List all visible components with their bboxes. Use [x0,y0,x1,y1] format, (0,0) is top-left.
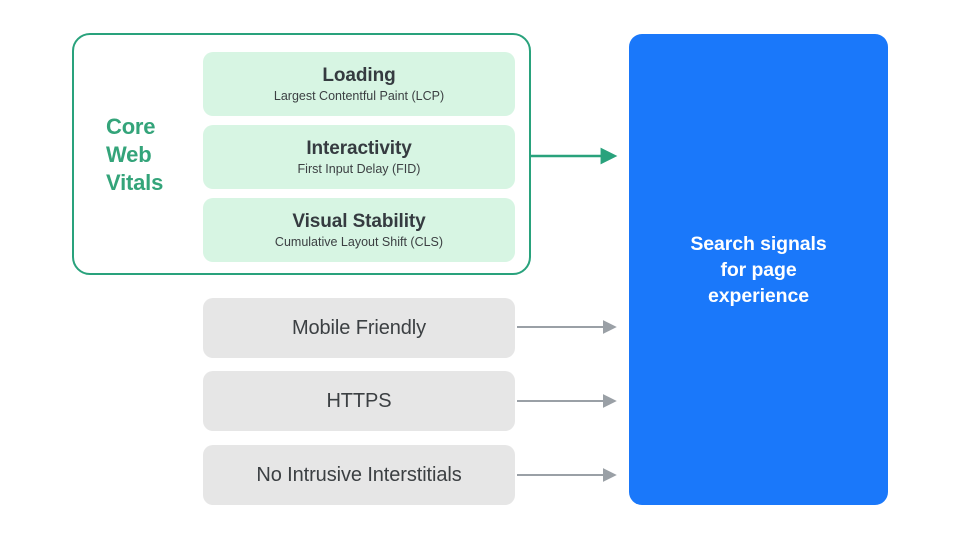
search-signals-text: Search signals for page experience [649,231,869,309]
metric-card-interactivity[interactable]: Interactivity First Input Delay (FID) [203,125,515,189]
core-web-vitals-group [72,33,531,275]
metric-subtitle: Largest Contentful Paint (LCP) [273,88,445,103]
signal-label: No Intrusive Interstitials [256,464,462,486]
signal-label: HTTPS [326,390,392,412]
signal-box-mobile-friendly[interactable]: Mobile Friendly [203,298,515,358]
search-signals-line-1: Search signals [690,232,827,255]
search-signals-line-2: for page [720,258,797,281]
signal-box-no-intrusive-interstitials[interactable]: No Intrusive Interstitials [203,445,515,505]
search-signals-line-3: experience [708,284,809,307]
core-web-vitals-label-line-1: Core [106,114,156,139]
signal-box-https[interactable]: HTTPS [203,371,515,431]
metric-card-visual-stability[interactable]: Visual Stability Cumulative Layout Shift… [203,198,515,262]
metric-title: Loading [322,64,396,86]
core-web-vitals-label: Core Web Vitals [106,113,196,197]
core-web-vitals-label-line-2: Web [106,142,152,167]
metric-subtitle: First Input Delay (FID) [297,161,421,176]
metric-title: Interactivity [306,137,412,159]
search-signals-panel: Search signals for page experience [629,34,888,505]
signal-label: Mobile Friendly [291,317,427,339]
core-web-vitals-label-line-3: Vitals [106,170,164,195]
metric-subtitle: Cumulative Layout Shift (CLS) [274,234,444,249]
metric-card-loading[interactable]: Loading Largest Contentful Paint (LCP) [203,52,515,116]
metric-title: Visual Stability [292,210,426,232]
